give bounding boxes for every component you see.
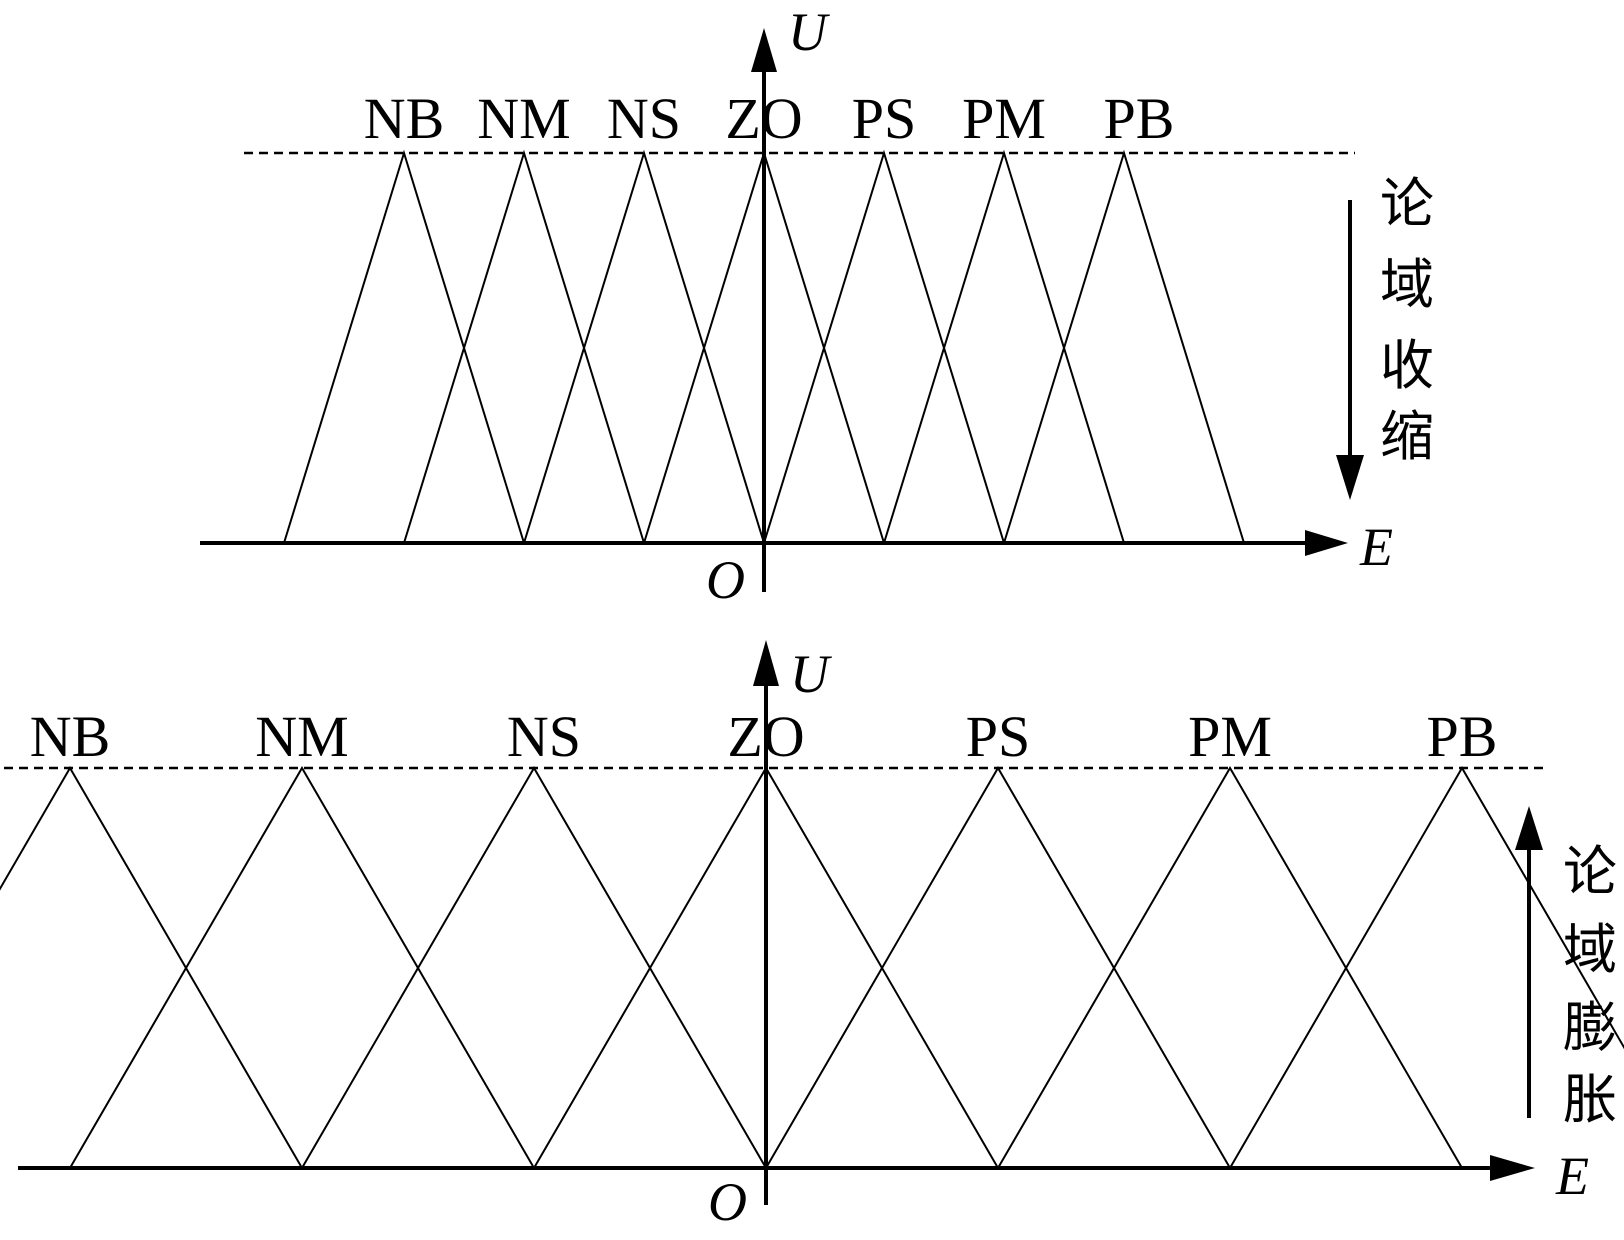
membership-functions <box>0 766 1624 1169</box>
membership-function-zo <box>533 766 999 1169</box>
set-label-ns: NS <box>507 704 581 769</box>
x-axis-arrowhead <box>1305 530 1348 556</box>
set-label-zo: ZO <box>725 86 802 151</box>
origin-label: O <box>706 550 745 610</box>
x-axis-label: E <box>1555 1146 1589 1206</box>
y-axis-arrowhead <box>753 640 779 686</box>
membership-function-nm <box>69 766 535 1169</box>
set-labels: NB NM NS ZO PS PM PB <box>30 704 1498 769</box>
svg-text:论: 论 <box>1563 842 1617 902</box>
svg-text:论: 论 <box>1380 174 1434 234</box>
set-label-ns: NS <box>607 86 681 151</box>
membership-function-ns <box>523 149 765 544</box>
membership-function-ns <box>301 766 767 1169</box>
membership-functions <box>283 149 1245 544</box>
y-axis-arrowhead <box>751 28 777 72</box>
svg-text:缩: 缩 <box>1380 407 1434 467</box>
contraction-arrowhead <box>1336 455 1364 500</box>
set-label-zo: ZO <box>727 704 804 769</box>
set-label-pb: PB <box>1104 86 1175 151</box>
membership-function-nb <box>283 149 525 544</box>
svg-text:收: 收 <box>1380 336 1434 396</box>
set-label-nb: NB <box>364 86 445 151</box>
set-label-pb: PB <box>1427 704 1498 769</box>
y-axis-label: U <box>790 644 832 704</box>
y-axis-label: U <box>788 2 830 62</box>
x-axis-arrowhead <box>1490 1155 1535 1181</box>
membership-function-nm <box>403 149 645 544</box>
svg-text:膨: 膨 <box>1563 998 1617 1058</box>
x-axis-label: E <box>1359 517 1393 577</box>
svg-text:胀: 胀 <box>1563 1070 1617 1130</box>
set-label-ps: PS <box>966 704 1031 769</box>
expansion-text: 论 域 膨 胀 <box>1563 842 1617 1130</box>
membership-function-zo <box>643 149 885 544</box>
membership-function-ps <box>763 149 1005 544</box>
panel-expansion: NB NM NS ZO PS PM PB E U O 论 域 膨 胀 <box>0 640 1624 1232</box>
set-label-nm: NM <box>477 86 570 151</box>
membership-function-pm <box>883 149 1125 544</box>
set-label-ps: PS <box>852 86 917 151</box>
set-labels: NB NM NS ZO PS PM PB <box>364 86 1175 151</box>
membership-function-nb <box>0 766 303 1169</box>
panel-contraction: NB NM NS ZO PS PM PB E U O 论 域 收 缩 <box>200 2 1434 610</box>
membership-function-pb <box>1003 149 1245 544</box>
svg-text:域: 域 <box>1563 920 1617 980</box>
expansion-arrowhead <box>1515 806 1543 850</box>
svg-text:域: 域 <box>1380 255 1434 315</box>
set-label-pm: PM <box>1188 704 1272 769</box>
membership-function-pm <box>997 766 1463 1169</box>
set-label-nb: NB <box>30 704 111 769</box>
origin-label: O <box>708 1172 747 1232</box>
set-label-nm: NM <box>255 704 348 769</box>
membership-function-ps <box>765 766 1231 1169</box>
contraction-text: 论 域 收 缩 <box>1380 174 1434 467</box>
set-label-pm: PM <box>962 86 1046 151</box>
membership-function-pb <box>1229 766 1624 1169</box>
